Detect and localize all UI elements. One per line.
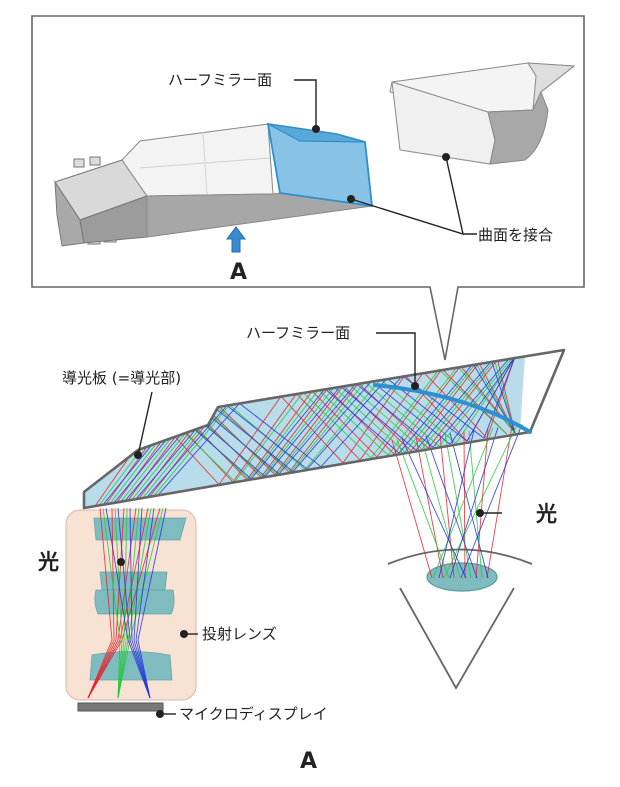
microdisplay-bar (77, 702, 164, 712)
top-leaders (294, 79, 477, 235)
view-a-arrow-icon (226, 226, 246, 253)
ray-lens (87, 507, 125, 699)
ray-exit (460, 424, 523, 579)
label-light-guide: 導光板 (=導光部) (62, 369, 181, 387)
label-half-mirror-top: ハーフミラー面 (168, 71, 272, 89)
ray-exit (425, 435, 478, 579)
light-guide-plate (84, 355, 525, 508)
top-leader-dots (312, 125, 450, 203)
label-microdisplay: マイクロディスプレイ (179, 705, 328, 723)
ray-lens (114, 507, 123, 699)
ray-lens (117, 507, 140, 699)
ray-exit (432, 427, 494, 579)
label-view-a-top: A (230, 260, 247, 285)
label-view-a-bottom: A (300, 749, 317, 774)
ray-lens (133, 507, 151, 699)
ray-guide (157, 356, 516, 496)
curved-piece-3d (389, 62, 576, 165)
wedge-outline (82, 348, 566, 510)
ray-exit (486, 425, 513, 579)
ray-lens (137, 507, 167, 699)
ray-exit (439, 434, 455, 579)
ray-exit (396, 439, 450, 579)
prism-assembly-3d (54, 122, 374, 247)
ray-paths-free (87, 424, 523, 699)
label-light-right: 光 (535, 502, 557, 526)
half-mirror-surface (373, 383, 532, 434)
ray-lens (102, 507, 121, 699)
ray-exit (401, 438, 467, 579)
ray-guide (153, 356, 516, 497)
bottom-leader-dots (117, 382, 484, 718)
ray-lens (87, 507, 115, 699)
ray-lens (135, 507, 155, 699)
ray-exit (420, 436, 461, 579)
label-light-left: 光 (37, 550, 59, 574)
ray-guide (146, 356, 516, 498)
ray-exit (391, 439, 433, 579)
ray-exit (463, 431, 466, 579)
ray-lens (129, 507, 151, 699)
ray-exit (444, 433, 472, 579)
ray-exit (415, 437, 444, 579)
ray-lens (87, 507, 113, 699)
label-half-mirror-bottom: ハーフミラー面 (246, 324, 350, 342)
label-projection-lens: 投射レンズ (202, 625, 277, 643)
ray-exit (443, 424, 518, 579)
ray-lens (117, 507, 128, 699)
ray-lens (105, 507, 151, 699)
eye-diagram (387, 548, 533, 690)
ray-lens (87, 507, 137, 699)
ray-exit (475, 428, 489, 579)
ray-exit (449, 427, 499, 579)
ray-exit (438, 430, 475, 579)
ray-exit (449, 432, 489, 579)
ray-exit (468, 430, 483, 579)
label-curved-bond: 曲面を接合 (478, 226, 553, 244)
ray-lens (117, 507, 151, 699)
